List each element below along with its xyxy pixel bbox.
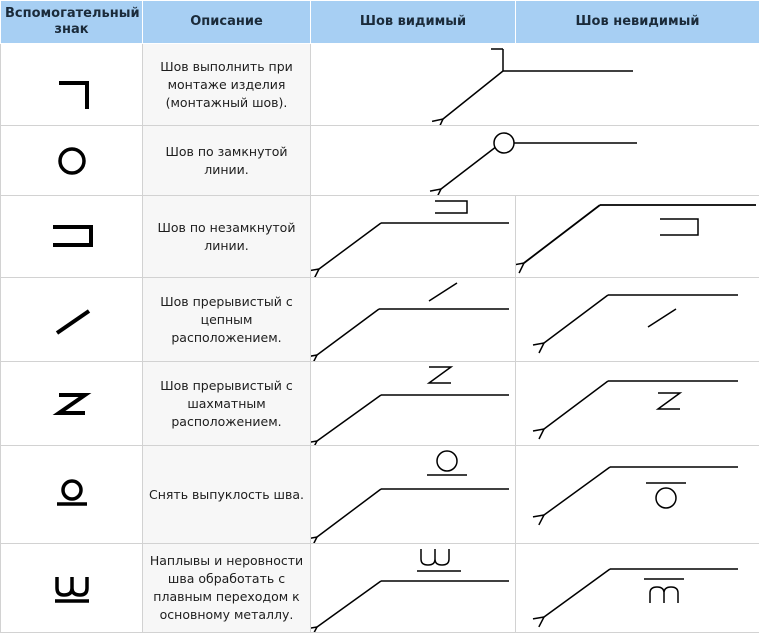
corner-bracket-icon <box>59 80 89 109</box>
table-row: Наплывы и неровности шва обработать с пл… <box>0 543 759 633</box>
header-visible: Шов видимый <box>310 0 516 44</box>
visible-diagram <box>310 277 516 362</box>
visible-diagram <box>310 43 759 126</box>
sign-cell <box>0 445 143 544</box>
description-cell: Шов по замкнутой линии. <box>142 125 311 196</box>
description-cell: Шов по незамкнутой линии. <box>142 195 311 278</box>
visible-diagram <box>310 361 516 446</box>
weld-arrow-with-open-rectangle-below <box>516 203 756 277</box>
sign-cell <box>0 277 143 362</box>
description-cell: Шов прерывистый с цепным расположением. <box>142 277 311 362</box>
circle-on-line-icon <box>57 478 87 506</box>
weld-arrow-with-m-under-line-below <box>516 567 738 632</box>
open-rectangle-icon <box>53 224 93 247</box>
table-row: Шов по замкнутой линии. <box>0 125 759 196</box>
weld-arrow-with-circle <box>311 131 637 195</box>
sign-cell <box>0 361 143 446</box>
w-on-line-icon <box>55 576 89 603</box>
description-cell: Шов прерывистый с шахматным расположение… <box>142 361 311 446</box>
description-cell: Снять выпуклость шва. <box>142 445 311 544</box>
weld-arrow-with-slash-above <box>311 281 509 361</box>
visible-diagram <box>310 125 759 196</box>
table-row: Шов прерывистый с цепным расположением. <box>0 277 759 362</box>
weld-arrow-with-z-below <box>516 379 738 445</box>
table-header-row: Вспомогательный знак Описание Шов видимы… <box>0 0 759 44</box>
weld-arrow-with-circle-on-line-above <box>311 449 509 543</box>
invisible-diagram <box>515 361 759 446</box>
weld-arrow-with-z-above <box>311 365 509 445</box>
table-row: Снять выпуклость шва. <box>0 445 759 544</box>
invisible-diagram <box>515 195 759 278</box>
weld-arrow-with-slash-below <box>516 293 738 361</box>
header-sign: Вспомогательный знак <box>0 0 143 44</box>
circle-icon <box>58 146 86 175</box>
table-row: Шов прерывистый с шахматным расположение… <box>0 361 759 446</box>
invisible-diagram <box>515 543 759 633</box>
description-cell: Шов выполнить при монтаже изделия (монта… <box>142 43 311 126</box>
sign-cell <box>0 543 143 633</box>
weld-arrow-with-circle-under-line-below <box>516 465 738 543</box>
slash-icon <box>55 308 91 335</box>
visible-diagram <box>310 543 516 633</box>
header-invisible: Шов невидимый <box>515 0 759 44</box>
invisible-diagram <box>515 277 759 362</box>
weld-arrow-with-w-on-line-above <box>311 548 509 632</box>
description-cell: Наплывы и неровности шва обработать с пл… <box>142 543 311 633</box>
visible-diagram <box>310 195 516 278</box>
sign-cell <box>0 125 143 196</box>
sign-cell <box>0 195 143 278</box>
visible-diagram <box>310 445 516 544</box>
weld-arrow-with-corner-flag <box>311 47 633 125</box>
z-icon <box>52 392 92 415</box>
table-row: Шов по незамкнутой линии. <box>0 195 759 278</box>
header-description: Описание <box>142 0 311 44</box>
sign-cell <box>0 43 143 126</box>
table-row: Шов выполнить при монтаже изделия (монта… <box>0 43 759 126</box>
weld-arrow-with-open-rectangle-above <box>311 199 509 277</box>
invisible-diagram <box>515 445 759 544</box>
